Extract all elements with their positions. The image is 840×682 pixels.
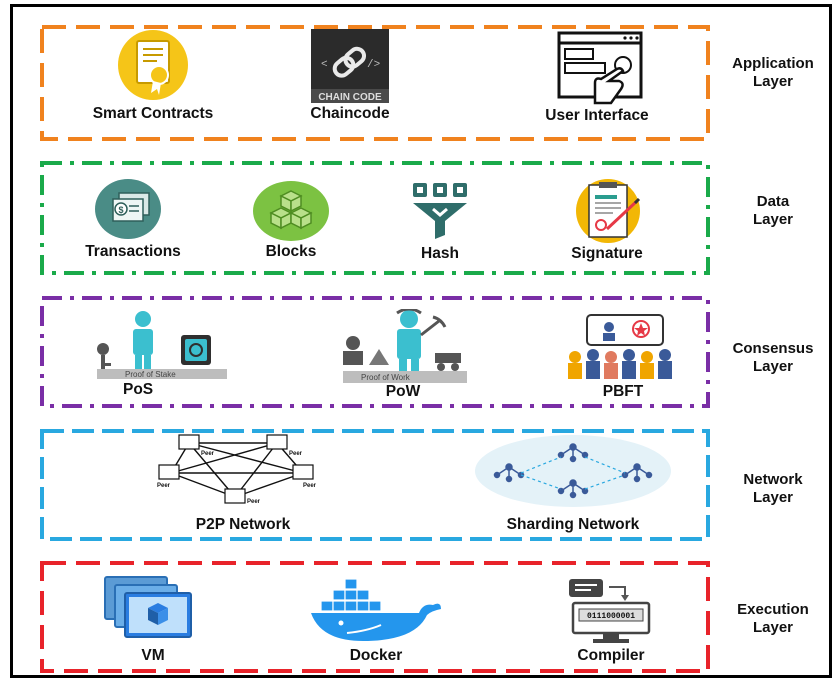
item-pos: Proof of Stake PoS <box>83 309 243 401</box>
chain-link-icon: < /> CHAIN CODE <box>311 29 389 103</box>
peer-network-icon: Peer Peer Peer Peer Peer <box>157 434 317 505</box>
item-sharding-network: Sharding Network <box>463 431 683 535</box>
miner-icon: Proof of Work <box>343 309 467 383</box>
item-label: Blocks <box>265 243 317 260</box>
item-label: PoS <box>123 381 154 398</box>
certificate-icon <box>118 30 188 100</box>
item-label: Signature <box>571 245 643 262</box>
svg-text:/>: /> <box>367 59 380 71</box>
item-label: Smart Contracts <box>92 105 214 122</box>
network-layer-box <box>40 429 710 541</box>
item-label: P2P Network <box>195 516 291 533</box>
svg-text:$: $ <box>118 205 123 215</box>
application-layer-box <box>40 25 710 141</box>
item-label: PBFT <box>602 383 644 400</box>
touch-screen-icon <box>557 31 643 105</box>
item-user-interface: User Interface <box>507 27 687 127</box>
data-layer-box <box>40 161 710 275</box>
item-vm: VM <box>83 575 223 667</box>
svg-text:0111000001: 0111000001 <box>587 612 635 621</box>
svg-text:<: < <box>321 59 328 71</box>
item-compiler: 0111000001 Compiler <box>541 575 681 669</box>
funnel-hash-icon <box>413 183 467 239</box>
signed-document-icon <box>576 179 641 243</box>
svg-text:Peer: Peer <box>201 451 215 457</box>
item-label: Docker <box>349 647 403 664</box>
svg-text:Proof of Work: Proof of Work <box>361 373 411 382</box>
item-label: Chaincode <box>310 105 390 122</box>
stake-vault-icon: Proof of Stake <box>97 311 227 379</box>
money-transfer-icon: $ <box>95 179 161 239</box>
virtual-machine-icon <box>104 576 192 638</box>
item-label: PoW <box>385 383 421 400</box>
item-signature: Signature <box>527 179 687 271</box>
diagram-frame: Smart Contracts < /> CHAIN CODE Chaincod… <box>10 4 832 678</box>
item-pbft: PBFT <box>553 309 693 403</box>
svg-text:CHAIN CODE: CHAIN CODE <box>318 92 382 103</box>
item-transactions: $ Transactions <box>53 179 213 269</box>
item-p2p-network: Peer Peer Peer Peer Peer P2P Network <box>133 431 353 535</box>
shard-network-icon <box>475 435 671 507</box>
compiler-icon: 0111000001 <box>569 579 651 643</box>
item-docker: Docker <box>301 575 451 667</box>
item-pow: Proof of Work PoW <box>313 309 493 403</box>
svg-text:Peer: Peer <box>157 483 171 489</box>
item-label: VM <box>141 647 165 664</box>
svg-text:Peer: Peer <box>289 451 303 457</box>
docker-whale-icon <box>311 578 441 641</box>
consensus-layer-box <box>40 296 710 408</box>
item-label: Sharding Network <box>506 516 640 533</box>
item-hash: Hash <box>385 179 495 271</box>
item-blocks: Blocks <box>231 179 351 269</box>
item-label: User Interface <box>545 107 649 124</box>
committee-icon <box>568 314 672 379</box>
item-label: Compiler <box>577 647 645 664</box>
cube-stack-icon <box>253 181 329 241</box>
item-smart-contracts: Smart Contracts <box>63 27 243 127</box>
svg-text:Proof of Stake: Proof of Stake <box>125 370 176 379</box>
item-label: Hash <box>421 245 459 262</box>
item-chaincode: < /> CHAIN CODE Chaincode <box>285 27 415 127</box>
svg-text:Peer: Peer <box>303 483 317 489</box>
svg-text:Peer: Peer <box>247 499 261 505</box>
execution-layer-box <box>40 561 710 673</box>
item-label: Transactions <box>85 243 181 260</box>
